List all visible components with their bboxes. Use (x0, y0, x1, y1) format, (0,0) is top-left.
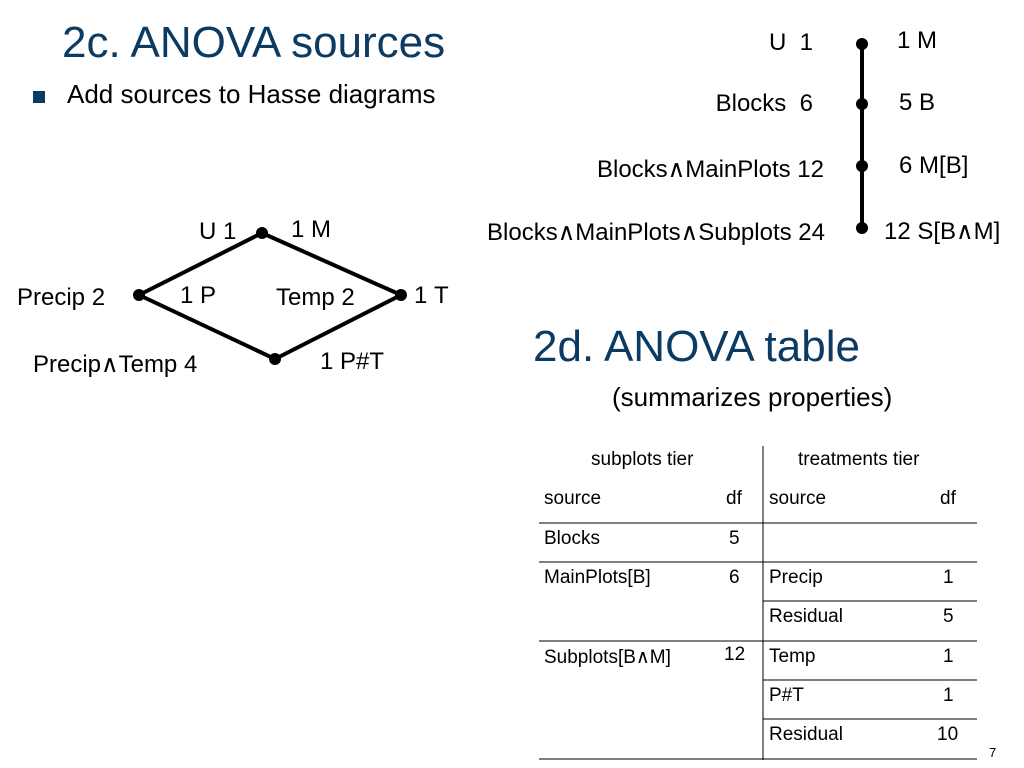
label-b: 5 B (899, 89, 935, 117)
hasse-diagram-left-edges (138, 231, 402, 361)
label-name: Blocks (715, 90, 787, 117)
table-cell: 1 (943, 646, 954, 667)
label-pt: 1 P#T (320, 348, 384, 376)
label-t: 1 T (414, 282, 449, 310)
label-blocks-mainplots-subplots: Blocks∧MainPlots∧Subplots 24 (487, 218, 825, 247)
label-name: Blocks∧MainPlots (596, 156, 791, 183)
slide-subtitle-2d: (summarizes properties) (612, 382, 893, 412)
label-name: Precip (17, 284, 86, 311)
label-name: U (768, 29, 787, 56)
node-u-left (256, 227, 268, 239)
node-blocks-mainplots-subplots (856, 222, 868, 234)
label-source: P (200, 282, 217, 309)
anova-table-rules (539, 446, 977, 760)
label-df: 2 (91, 284, 106, 311)
label-name: Blocks∧MainPlots∧Subplots (487, 219, 792, 246)
slide-title-2c: 2c. ANOVA sources (62, 18, 446, 67)
label-df: 2 (341, 284, 355, 311)
node-blocks (856, 98, 868, 110)
table-cell: Precip (769, 567, 823, 588)
label-df: 4 (183, 351, 198, 378)
tier-header-treatments: treatments tier (798, 449, 920, 470)
label-df: 12 (884, 218, 911, 245)
label-name: U (199, 218, 217, 245)
label-source: S[B∧M] (917, 218, 1001, 245)
label-blocks-mainplots: Blocks∧MainPlots 12 (597, 155, 824, 184)
label-df: 1 (223, 218, 237, 245)
label-source: B (919, 89, 936, 116)
label-source: M (917, 27, 938, 54)
table-cell: 5 (729, 528, 740, 549)
bullet-text: Add sources to Hasse diagrams (67, 79, 436, 109)
label-df: 5 (899, 89, 913, 116)
table-cell: 12 (724, 644, 746, 665)
label-df: 6 (899, 152, 913, 179)
label-df: 1 (897, 27, 911, 54)
table-cell: 10 (937, 724, 959, 745)
node-temp (395, 289, 407, 301)
table-cell: Temp (769, 646, 816, 667)
label-m-left: 1 M (291, 216, 331, 244)
table-cell: 6 (729, 567, 740, 588)
table-cell: Residual (769, 724, 843, 745)
label-source: P#T (340, 348, 385, 375)
label-precip: Precip 2 (17, 284, 105, 312)
label-m-right: 1 M (897, 27, 937, 55)
table-cell: 5 (943, 606, 954, 627)
table-cell: 1 (943, 567, 954, 588)
bullet-square-icon (33, 91, 45, 103)
node-u-right (856, 38, 868, 50)
label-source: M[B] (919, 152, 969, 179)
label-df: 1 (799, 29, 813, 56)
col-header-df-1: df (726, 488, 742, 509)
label-df: 1 (320, 348, 334, 375)
label-source: T (434, 282, 449, 309)
table-cell: P#T (769, 685, 804, 706)
table-cell: Blocks (544, 528, 600, 549)
tier-header-subplots: subplots tier (591, 449, 694, 470)
label-sbm: 12 S[B∧M] (884, 217, 1000, 246)
label-u-right: U 1 (769, 29, 813, 57)
label-source: M (311, 216, 332, 243)
label-u-left: U 1 (199, 218, 236, 246)
table-cell: Residual (769, 606, 843, 627)
label-p: 1 P (180, 282, 216, 310)
page-number: 7 (989, 745, 997, 760)
node-blocks-mainplots (856, 160, 868, 172)
label-df: 6 (799, 90, 813, 117)
col-header-source-2: source (769, 488, 827, 509)
node-precip-temp (269, 353, 281, 365)
label-blocks: Blocks 6 (716, 90, 813, 118)
label-name: Precip∧Temp (33, 351, 178, 378)
label-mb: 6 M[B] (899, 152, 968, 180)
label-temp: Temp 2 (276, 284, 355, 312)
label-df: 1 (180, 282, 194, 309)
label-df: 12 (797, 156, 824, 183)
table-cell: 1 (943, 685, 954, 706)
col-header-source-1: source (544, 488, 602, 509)
label-df: 1 (414, 282, 428, 309)
label-precip-temp: Precip∧Temp 4 (33, 350, 197, 379)
label-name: Temp (276, 284, 335, 311)
table-cell: MainPlots[B] (544, 567, 651, 588)
label-df: 24 (798, 219, 825, 246)
table-cell: Subplots[B∧M] (544, 647, 671, 668)
col-header-df-2: df (940, 488, 956, 509)
label-df: 1 (291, 216, 305, 243)
slide-title-2d: 2d. ANOVA table (533, 322, 860, 371)
node-precip (133, 289, 145, 301)
